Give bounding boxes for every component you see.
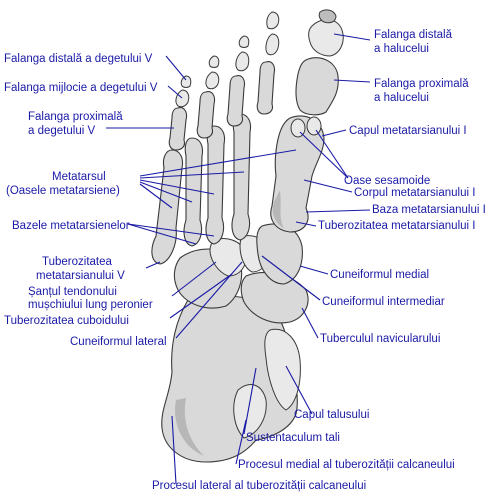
label-tuberozitatea-v-1: Tuberozitatea bbox=[42, 256, 112, 268]
label-baza-met-i: Baza metatarsianului I bbox=[372, 204, 486, 216]
middle-phalanx-4 bbox=[205, 71, 220, 90]
labels-left: Falanga distală a degetului V Falanga mi… bbox=[4, 53, 167, 348]
label-falanga-mijlocie-v: Falanga mijlocie a degetului V bbox=[4, 82, 158, 94]
distal-phalanx-hallux bbox=[308, 19, 344, 57]
label-metatarsul-2: (Oasele metatarsiene) bbox=[6, 185, 120, 197]
metatarsal-3 bbox=[205, 125, 226, 245]
label-santul-1: Șanțul tendonului bbox=[28, 286, 117, 298]
label-tuberculul-navicular: Tuberculul navicularului bbox=[320, 333, 440, 345]
hallux-tip bbox=[318, 9, 337, 24]
leader-baza-met-i bbox=[305, 209, 371, 213]
sesamoid-bone-lateral bbox=[290, 118, 306, 138]
label-tuberozitatea-met-i: Tuberozitatea metatarsianului I bbox=[318, 220, 475, 232]
middle-phalanx-2 bbox=[265, 33, 280, 56]
leader-cuneiformul-medial bbox=[299, 265, 329, 275]
lateral-cuneiform bbox=[209, 238, 247, 277]
metatarsal-1-shading bbox=[272, 190, 284, 228]
leader-santul bbox=[171, 261, 217, 297]
leader-sesamoide-1 bbox=[299, 131, 349, 179]
leader-tuberozitatea-v bbox=[145, 261, 161, 269]
label-falanga-proximala-v-2: a degetului V bbox=[28, 125, 95, 137]
leader-bazele-1 bbox=[127, 223, 215, 237]
leader-metatarsul-2 bbox=[139, 171, 245, 179]
label-falanga-proximala-hal-2: a halucelui bbox=[374, 92, 429, 104]
label-capul-talusului: Capul talusului bbox=[294, 409, 369, 421]
leader-cuneiformul-intermediar bbox=[261, 255, 321, 301]
leader-falanga-distala-hal bbox=[333, 33, 371, 41]
medial-cuneiform bbox=[256, 223, 303, 285]
leader-sustentaculum bbox=[243, 367, 257, 435]
calcaneus-shading bbox=[175, 398, 204, 456]
talus-head bbox=[264, 328, 301, 411]
label-procesul-medial: Procesul medial al tuberozității calcane… bbox=[238, 459, 455, 471]
calcaneus-medial-process bbox=[233, 384, 267, 439]
label-sustentaculum: Sustentaculum tali bbox=[246, 432, 340, 444]
metatarsal-1 bbox=[270, 115, 325, 233]
leader-tuberozitatea-met-i bbox=[295, 221, 317, 227]
leader-metatarsul-5 bbox=[139, 183, 173, 209]
leader-lines bbox=[106, 33, 371, 485]
label-cuneiformul-medial: Cuneiformul medial bbox=[330, 269, 429, 281]
label-tuberozitatea-cuboid: Tuberozitatea cuboidului bbox=[4, 315, 129, 327]
label-falanga-distala-hal-2: a halucelui bbox=[374, 43, 429, 55]
label-bazele: Bazele metatarsienelor bbox=[12, 220, 130, 232]
leader-capul-met-i bbox=[321, 129, 347, 137]
label-metatarsul-1: Metatarsul bbox=[52, 171, 106, 183]
proximal-phalanx-5 bbox=[168, 107, 188, 151]
proximal-phalanx-2 bbox=[256, 61, 276, 115]
label-cuneiformul-intermediar: Cuneiformul intermediar bbox=[322, 296, 445, 308]
distal-phalanx-4 bbox=[208, 55, 220, 68]
distal-phalanx-2 bbox=[266, 11, 280, 30]
middle-phalanx-5 bbox=[175, 89, 190, 108]
metatarsal-4 bbox=[183, 137, 204, 247]
label-falanga-proximala-hal-1: Falanga proximală bbox=[374, 78, 469, 90]
label-tuberozitatea-v-2: metatarsianului V bbox=[36, 270, 125, 282]
leader-bazele-2 bbox=[127, 223, 197, 245]
leader-tuberculul-navicular bbox=[301, 307, 319, 339]
labels-right: Falanga distală a halucelui Falanga prox… bbox=[152, 29, 486, 492]
label-procesul-lateral: Procesul lateral al tuberozității calcan… bbox=[152, 480, 366, 492]
proximal-phalanx-3 bbox=[226, 75, 246, 127]
leader-procesul-lateral bbox=[171, 415, 177, 485]
distal-phalanx-5 bbox=[180, 75, 192, 88]
leader-metatarsul-3 bbox=[139, 179, 215, 195]
sesamoid-bone-medial bbox=[306, 116, 322, 136]
leader-metatarsul-4 bbox=[139, 181, 193, 203]
label-falanga-distala-hal-1: Falanga distală bbox=[374, 29, 453, 41]
proximal-phalanx-4 bbox=[196, 91, 216, 139]
distal-phalanx-3 bbox=[238, 35, 250, 48]
label-falanga-distala-v: Falanga distală a degetului V bbox=[4, 53, 153, 65]
leader-cuneiformul-lateral bbox=[175, 261, 243, 339]
leader-falanga-proximala-hal bbox=[333, 79, 371, 83]
metatarsal-5 bbox=[151, 149, 184, 265]
leader-falanga-mijlocie-v bbox=[167, 85, 183, 99]
leader-tuberozitatea-cuboid bbox=[169, 273, 233, 319]
leader-metatarsul-1 bbox=[139, 149, 297, 177]
metatarsal-2 bbox=[231, 113, 252, 241]
leader-falanga-distala-v bbox=[165, 55, 187, 81]
label-corpul-met-i: Corpul metatarsianului I bbox=[354, 187, 475, 199]
label-falanga-proximala-v-1: Falanga proximală bbox=[28, 111, 123, 123]
label-santul-2: mușchiului lung peronier bbox=[28, 299, 153, 311]
label-oase-sesamoide: Oase sesamoide bbox=[344, 175, 430, 187]
label-capul-met-i: Capul metatarsianului I bbox=[349, 125, 467, 137]
leader-procesul-medial bbox=[235, 419, 247, 465]
label-cuneiformul-lateral: Cuneiformul lateral bbox=[70, 336, 167, 348]
middle-phalanx-3 bbox=[235, 51, 250, 72]
leader-capul-talusului bbox=[285, 365, 313, 415]
leader-sesamoide-2 bbox=[315, 129, 349, 179]
foot-skeleton-illustration bbox=[151, 9, 344, 463]
proximal-phalanx-hallux bbox=[295, 57, 339, 116]
leader-corpul-met-i bbox=[303, 179, 353, 193]
